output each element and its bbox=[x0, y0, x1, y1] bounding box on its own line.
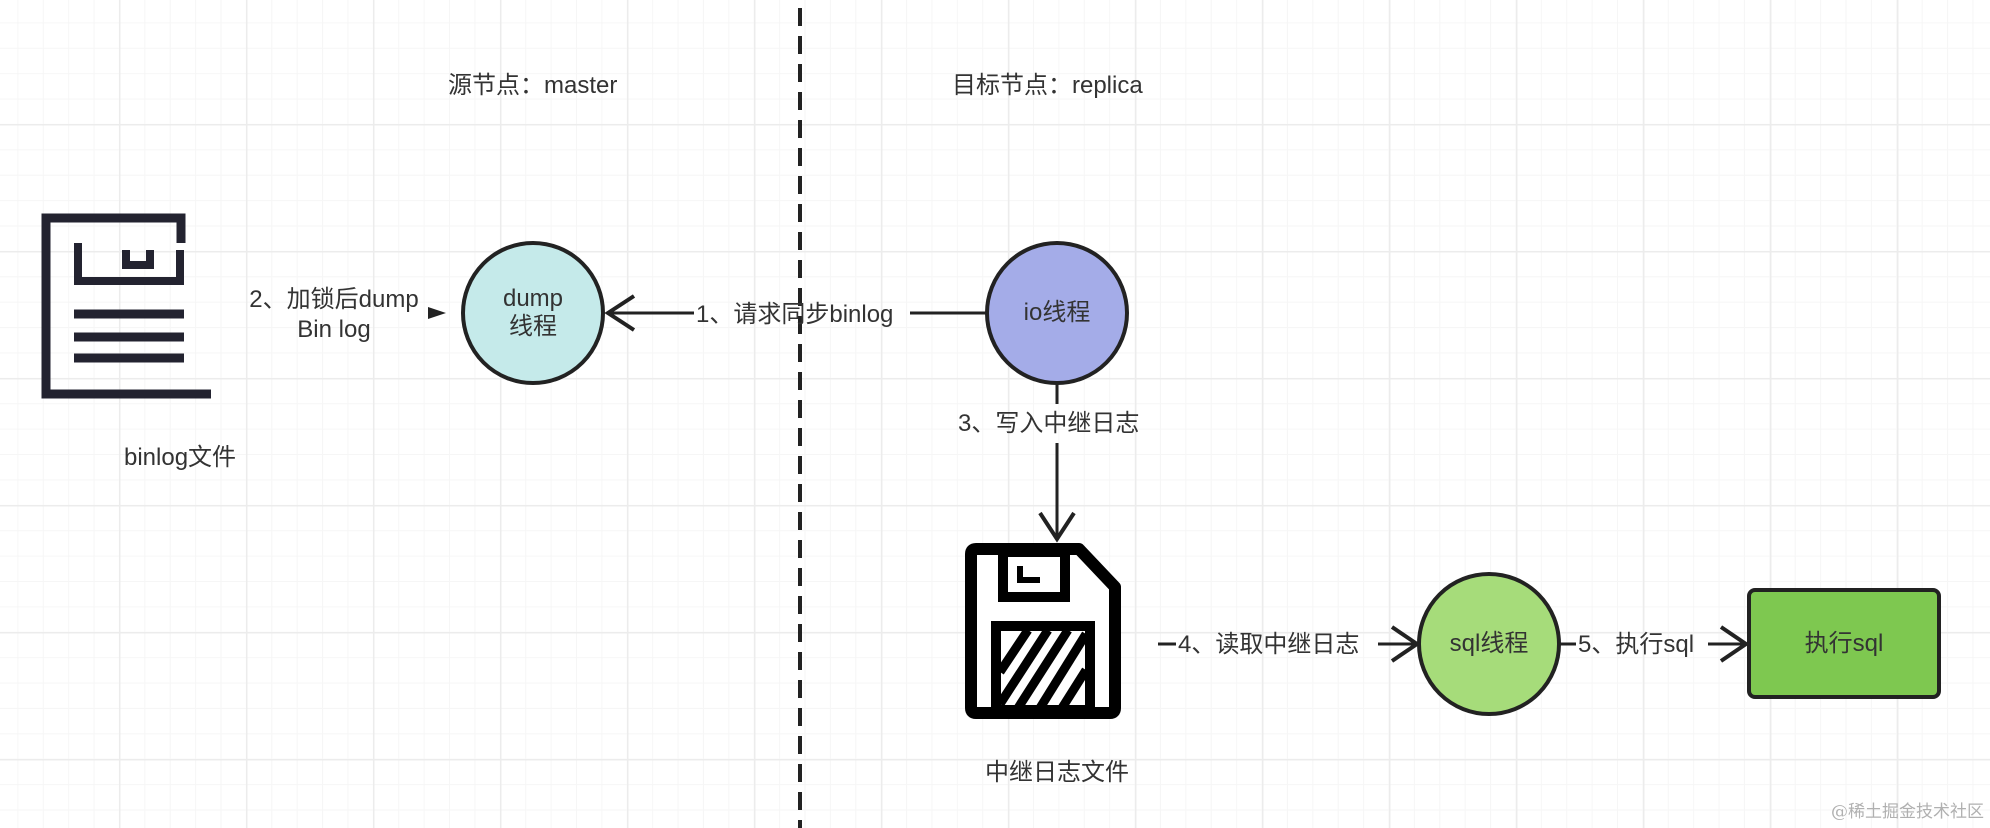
dump-thread-text-line2: 线程 bbox=[509, 313, 557, 340]
exec-sql-node[interactable] bbox=[1747, 588, 1941, 699]
arrow-step2-head bbox=[428, 307, 446, 319]
exec-sql-text: 执行sql bbox=[1804, 629, 1884, 657]
step5-label: 5、执行sql bbox=[1578, 631, 1695, 658]
arrow-step5-head bbox=[1719, 625, 1750, 663]
step2-label-line2: Bin log bbox=[297, 316, 371, 344]
step2-label: 2、加锁后dump Bin log bbox=[238, 286, 430, 344]
watermark: @稀土掘金技术社区 bbox=[1831, 802, 1984, 822]
step1-label: 1、请求同步binlog bbox=[696, 301, 894, 328]
arrow-step1-head bbox=[604, 294, 636, 332]
step2-label-line1: 2、加锁后dump bbox=[249, 286, 419, 313]
binlog-document-icon bbox=[41, 213, 211, 399]
arrow-step3-head bbox=[1038, 511, 1076, 543]
io-thread-text: io线程 bbox=[1023, 299, 1091, 327]
binlog-file-caption: binlog文件 bbox=[124, 444, 237, 471]
dump-thread-text-line1: dump bbox=[502, 285, 564, 313]
step3-label: 3、写入中继日志 bbox=[958, 410, 1140, 437]
floppy-disk-icon bbox=[965, 543, 1121, 719]
step4-label: 4、读取中继日志 bbox=[1178, 631, 1360, 658]
target-region-title: 目标节点：replica bbox=[952, 72, 1143, 99]
sql-thread-text: sql线程 bbox=[1449, 630, 1529, 658]
dump-thread-node[interactable] bbox=[461, 241, 605, 385]
relay-log-file-caption: 中继日志文件 bbox=[985, 759, 1129, 786]
source-region-title: 源节点：master bbox=[448, 72, 618, 99]
dump-thread-text: dump 线程 bbox=[463, 243, 603, 383]
